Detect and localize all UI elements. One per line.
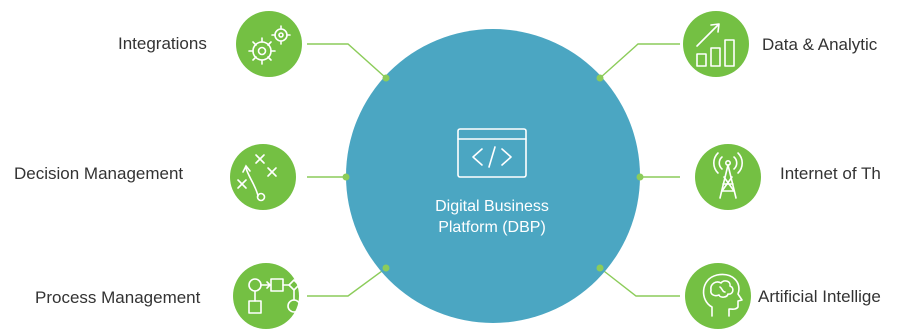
play-diagram-icon (237, 154, 277, 202)
decision-management-label: Decision Management (14, 164, 184, 183)
internet-of-things-label: Internet of Th (780, 164, 881, 183)
connector-integrations (307, 43, 387, 79)
connector-artificial-intelligence (599, 267, 680, 297)
integrations-label: Integrations (118, 34, 207, 53)
head-brain-icon (702, 273, 743, 317)
connector-dot (342, 173, 350, 181)
data-analytics-label: Data & Analytic (762, 35, 878, 54)
process-management-label: Process Management (35, 288, 201, 307)
connector-dot (636, 173, 644, 181)
signal-tower-icon (713, 152, 743, 199)
connector-dot (382, 264, 390, 272)
code-window-icon (457, 128, 527, 178)
internet-of-things-node (695, 144, 761, 210)
decision-management-node (230, 144, 296, 210)
connector-dot (382, 74, 390, 82)
center-title-line2: Platform (DBP) (438, 219, 546, 236)
connector-dot (596, 264, 604, 272)
center-circle (346, 29, 640, 323)
connector-process-management (307, 267, 387, 297)
center-title: Digital Business Platform (DBP) (380, 196, 604, 238)
connector-data-analytics (599, 43, 680, 79)
process-management-node (233, 263, 299, 329)
gears-icon (248, 25, 291, 65)
artificial-intelligence-label: Artificial Intellige (758, 287, 881, 306)
data-analytics-node (683, 11, 749, 77)
growth-chart-icon (696, 23, 735, 67)
center-title-line1: Digital Business (435, 198, 549, 215)
connector-dot (596, 74, 604, 82)
flowchart-icon (248, 278, 301, 314)
